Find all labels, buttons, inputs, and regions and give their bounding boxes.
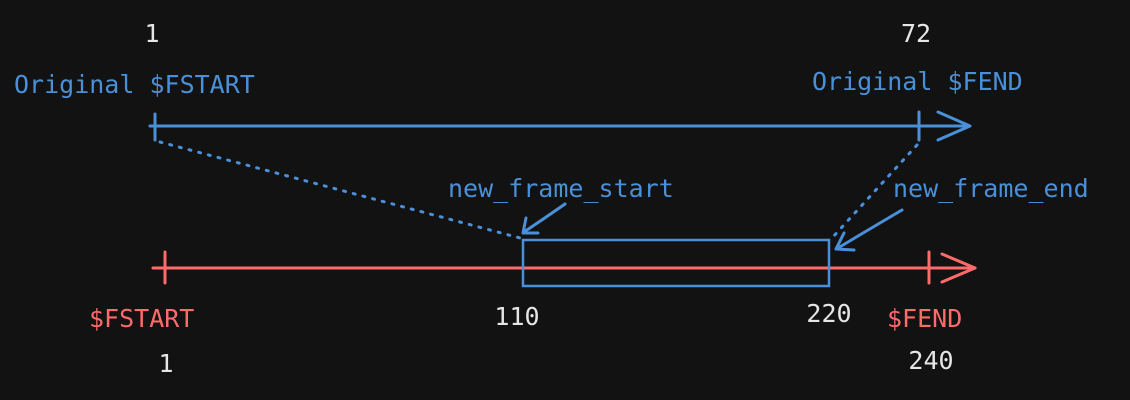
new-frame-end-arrow	[836, 208, 904, 250]
mapping-line-start	[158, 140, 522, 240]
original-end-label: Original $FEND	[812, 67, 1023, 96]
new-start-value: 1	[158, 349, 173, 378]
new-start-label: $FSTART	[89, 304, 194, 333]
new-end-label: $FEND	[887, 304, 962, 333]
new-end-value: 240	[908, 346, 953, 375]
new-frame-start-arrow	[522, 202, 567, 234]
mapping-line-end	[830, 143, 919, 240]
original-end-value: 72	[901, 19, 931, 48]
mapping-lines	[158, 140, 919, 240]
range-end-value: 220	[806, 299, 851, 328]
original-start-label: Original $FSTART	[14, 70, 255, 99]
selected-range-box	[521, 238, 831, 288]
new-frame-end-arrowhead	[834, 231, 856, 252]
new-timeline-arrowhead	[940, 252, 977, 284]
new-frame-start-label: new_frame_start	[448, 174, 674, 203]
annotation-arrows	[521, 202, 904, 252]
new-frame-start-arrowhead	[521, 216, 540, 235]
new-timeline	[151, 250, 977, 285]
new-frame-end-label: new_frame_end	[893, 174, 1089, 203]
original-start-value: 1	[144, 19, 159, 48]
range-start-value: 110	[494, 302, 539, 331]
original-timeline	[148, 110, 972, 142]
original-timeline-arrowhead	[936, 110, 972, 142]
